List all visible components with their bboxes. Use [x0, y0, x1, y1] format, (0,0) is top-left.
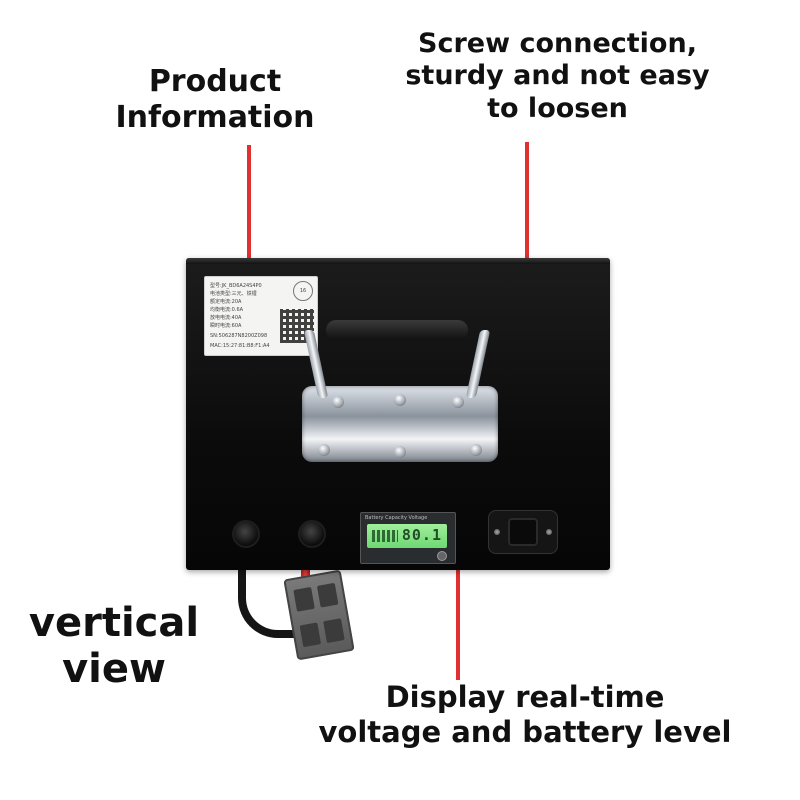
- caption-line: Information: [115, 100, 315, 135]
- label-line: 瞬时电流:60A: [210, 323, 242, 329]
- plug-slot: [316, 582, 339, 608]
- anderson-plug-icon: [283, 569, 355, 661]
- screw-icon: [318, 444, 330, 456]
- caption-line: vertical: [28, 600, 200, 646]
- cable-gland-right: [298, 520, 326, 548]
- cable-gland-left: [232, 520, 260, 548]
- screw-icon: [332, 396, 344, 408]
- product-information-label: 型号:JK_BD6A24S4P0 电池类型:三元、铁锂 额定电流:20A 均衡电…: [204, 276, 318, 356]
- label-line: 放电电流:40A: [210, 315, 242, 321]
- caption-line: Screw connection,: [418, 28, 697, 59]
- label-line: MAC:15:27:81:B8:F1:A4: [210, 343, 270, 349]
- dc-port-icon: [488, 510, 558, 554]
- plug-slot: [299, 622, 322, 648]
- leader-line-screw-connection: [525, 142, 529, 270]
- battery-display-panel: Battery Capacity Voltage 80.1: [360, 512, 456, 564]
- black-cable: [238, 540, 316, 638]
- screw-icon: [470, 444, 482, 456]
- leader-line-display: [456, 548, 460, 680]
- battery-box-top-edge: [186, 258, 610, 264]
- screw-icon: [546, 529, 552, 535]
- label-badge: 16: [293, 281, 313, 301]
- handle-mount-plate: [302, 386, 498, 462]
- label-line: 均衡电流:0.6A: [210, 307, 244, 313]
- screw-icon: [394, 446, 406, 458]
- battery-box: 型号:JK_BD6A24S4P0 电池类型:三元、铁锂 额定电流:20A 均衡电…: [186, 258, 610, 570]
- display-button: [437, 551, 447, 561]
- voltage-reading: 80.1: [401, 526, 442, 544]
- screw-icon: [394, 394, 406, 406]
- display-title: Battery Capacity Voltage: [365, 515, 428, 521]
- caption-line: view: [62, 646, 166, 692]
- caption-line: Product: [148, 64, 282, 99]
- caption-product-information: Product Information: [95, 64, 335, 136]
- plug-slot: [293, 586, 315, 612]
- label-line: SN:506287N8200Z098: [210, 333, 268, 339]
- caption-vertical-view: vertical view: [14, 600, 214, 692]
- leader-line-product-information: [247, 145, 251, 260]
- screw-icon: [494, 529, 500, 535]
- screw-icon: [452, 396, 464, 408]
- lcd-screen: 80.1: [367, 524, 447, 548]
- caption-line: to loosen: [487, 92, 628, 124]
- label-line: 型号:JK_BD6A24S4P0: [210, 283, 262, 289]
- label-line: 电池类型:三元、铁锂: [210, 291, 257, 297]
- plug-slot: [323, 618, 345, 644]
- label-line: 额定电流:20A: [210, 299, 242, 305]
- caption-line: sturdy and not easy: [405, 60, 710, 92]
- dc-port-socket: [508, 518, 538, 546]
- caption-line: voltage and battery level: [318, 714, 732, 749]
- caption-display: Display real-time voltage and battery le…: [290, 680, 760, 750]
- carry-handle-icon: [326, 320, 468, 340]
- caption-line: Display real-time: [385, 680, 665, 714]
- caption-screw-connection: Screw connection, sturdy and not easy to…: [385, 28, 730, 125]
- battery-level-bars: [372, 530, 398, 542]
